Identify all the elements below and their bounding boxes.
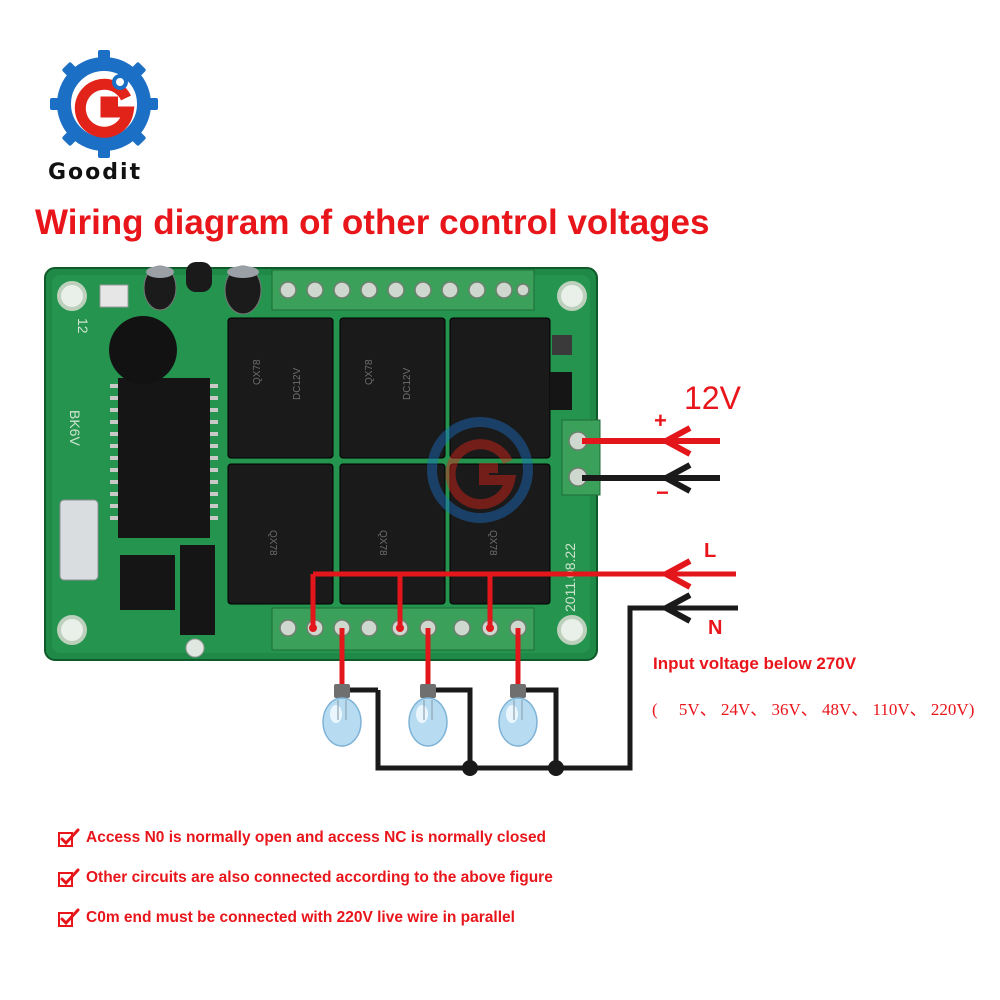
relay-board: QX78 QX78 QX78 QX78 QX78 DC12V DC12V bbox=[44, 262, 601, 661]
small-ic-3 bbox=[550, 372, 572, 410]
light-bulb bbox=[322, 684, 362, 747]
relay-label: QX78 bbox=[377, 530, 388, 556]
list-item: C0m end must be connected with 220V live… bbox=[58, 898, 553, 938]
crystal bbox=[59, 499, 99, 581]
relays bbox=[227, 317, 551, 605]
negative-label: − bbox=[656, 480, 669, 505]
controller-ic bbox=[110, 378, 218, 538]
checkmark-icon bbox=[58, 828, 80, 847]
relay-label: DC12V bbox=[402, 367, 413, 400]
top-terminal-strip bbox=[271, 269, 535, 311]
gear-g-logo-icon bbox=[50, 50, 158, 158]
light-bulb bbox=[498, 684, 538, 747]
small-ic-2 bbox=[180, 545, 215, 635]
list-item: Other circuits are also connected accord… bbox=[58, 858, 553, 898]
voltage-options-text: ( 5V、 24V、 36V、 48V、 110V、 220V) bbox=[652, 700, 975, 719]
goodit-logo: Goodit bbox=[40, 48, 170, 188]
note-text: Access N0 is normally open and access NC… bbox=[86, 829, 547, 846]
capacitor-top bbox=[227, 266, 259, 278]
live-label: L bbox=[704, 540, 717, 562]
inductor bbox=[109, 316, 177, 384]
checkmark-icon bbox=[58, 908, 80, 927]
board-mark: BK6V bbox=[67, 410, 83, 446]
power-wires bbox=[582, 425, 720, 494]
transistor bbox=[186, 262, 212, 292]
led-2 bbox=[185, 638, 205, 658]
watermark-logo bbox=[427, 417, 533, 523]
brand-name: Goodit bbox=[48, 160, 143, 185]
led bbox=[99, 284, 129, 308]
junction-dots bbox=[462, 760, 564, 776]
power-terminal bbox=[561, 419, 601, 496]
terminal-dots bbox=[309, 624, 494, 632]
board-date: 2011.08.22 bbox=[562, 543, 578, 612]
light-bulb bbox=[408, 684, 448, 747]
relay-label: QX78 bbox=[487, 530, 498, 556]
capacitor-top bbox=[146, 266, 174, 278]
positive-label: + bbox=[654, 408, 667, 433]
note-text: C0m end must be connected with 220V live… bbox=[86, 909, 515, 926]
list-item: Access N0 is normally open and access NC… bbox=[58, 818, 553, 858]
checkmark-icon bbox=[58, 868, 80, 887]
neutral-wire bbox=[346, 592, 738, 771]
page-title: Wiring diagram of other control voltages bbox=[35, 203, 710, 242]
relay-label: DC12V bbox=[292, 367, 303, 400]
relay-label: QX78 bbox=[364, 359, 375, 385]
relay-label: QX78 bbox=[267, 530, 278, 556]
relay-label: QX78 bbox=[252, 359, 263, 385]
small-ic bbox=[120, 555, 175, 610]
note-text: Other circuits are also connected accord… bbox=[86, 869, 553, 886]
board-mark: 12 bbox=[75, 318, 91, 334]
diode bbox=[552, 335, 572, 355]
neutral-label: N bbox=[708, 617, 723, 639]
notes-list: Access N0 is normally open and access NC… bbox=[58, 818, 553, 938]
input-voltage-text: Input voltage below 270V bbox=[653, 654, 857, 673]
power-voltage-label: 12V bbox=[684, 380, 741, 416]
live-wire bbox=[310, 558, 736, 690]
